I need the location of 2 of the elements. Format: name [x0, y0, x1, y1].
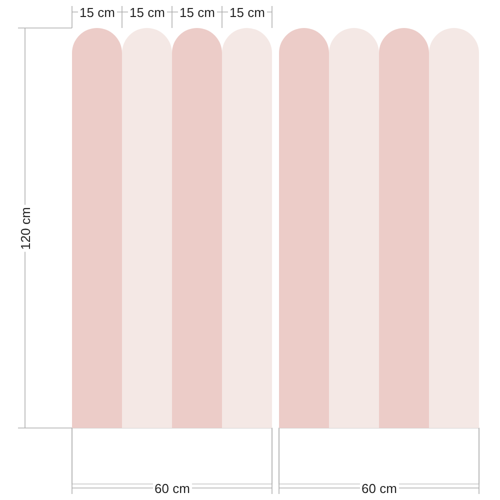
dimension-label: 60 cm: [152, 480, 192, 496]
dimension-label: 60 cm: [360, 480, 399, 496]
